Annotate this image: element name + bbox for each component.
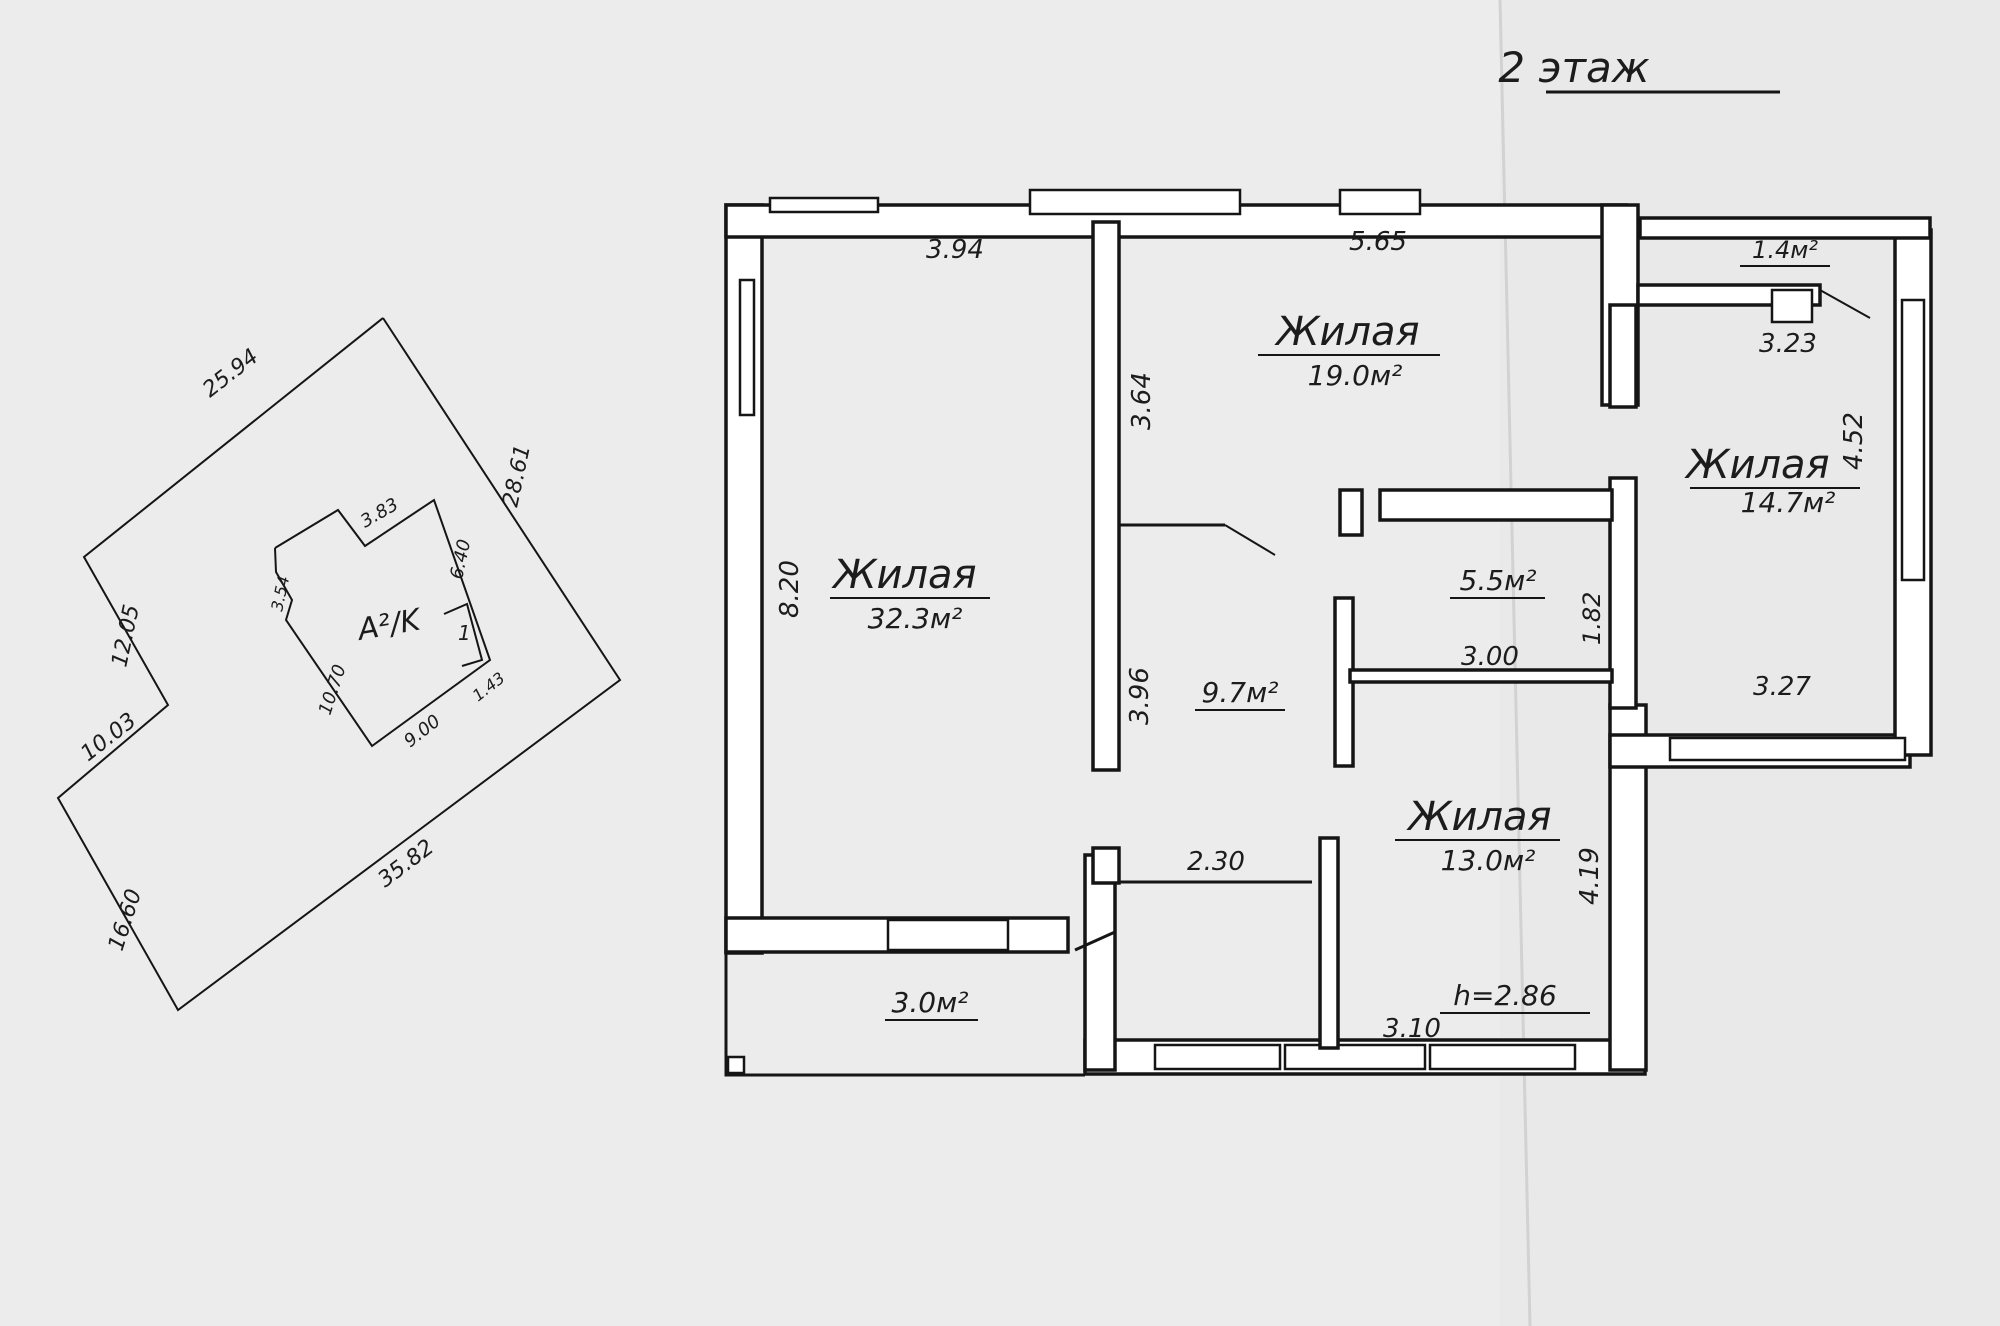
window-east-ledge: [1668, 736, 1907, 762]
door-swing-balcony: [1819, 289, 1871, 319]
annex-label: 1: [458, 621, 471, 645]
wall-bath-north: [1378, 488, 1614, 522]
door-swing-terrace: [1074, 930, 1116, 952]
wall-south-inner-left: [1083, 853, 1117, 1072]
dim-364: 3.64: [1127, 372, 1157, 430]
room-area: 14.7м²: [1741, 486, 1836, 519]
floor-plan: 2 этаж: [724, 43, 1933, 1077]
wall-bath-south: [1348, 668, 1614, 684]
room-living-south: Жилая 13.0м²: [1395, 794, 1560, 877]
dim-419: 4.19: [1575, 847, 1605, 905]
room-living-large: Жилая 32.3м²: [830, 552, 990, 635]
area-bath: 5.5м²: [1460, 564, 1537, 597]
wall-partition-door-jamb: [1091, 846, 1121, 885]
area-balcony-top: 1.4м²: [1752, 236, 1818, 264]
floor-title: 2 этаж: [1498, 43, 1649, 92]
area-terrace: 3.0м²: [892, 986, 969, 1019]
wall-partition-east-upper: [1608, 303, 1638, 409]
ceiling-height: h=2.86: [1453, 979, 1557, 1012]
window-north-2: [1028, 188, 1242, 216]
site-outline: [56, 317, 622, 1012]
room-name: Жилая: [830, 552, 976, 598]
room-name: Жилая: [1405, 794, 1551, 840]
room-area: 13.0м²: [1441, 844, 1536, 877]
dim-820: 8.20: [775, 560, 805, 618]
window-north-1: [768, 196, 880, 214]
dim-565: 5.65: [1349, 227, 1407, 257]
dim-396: 3.96: [1125, 667, 1155, 725]
dim-452: 4.52: [1839, 412, 1869, 470]
wall-bedroom-divider: [1318, 836, 1340, 1050]
window-south-west: [886, 918, 1010, 952]
door-swing-1: [1224, 524, 1276, 556]
room-name: Жилая: [1273, 309, 1419, 355]
wall-partition-east: [1608, 476, 1638, 710]
dim-323: 3.23: [1759, 329, 1817, 359]
wall-partition-main: [1091, 220, 1121, 772]
room-living-east: Жилая 14.7м²: [1683, 442, 1860, 519]
balcony-pillar: [1770, 288, 1814, 324]
dim-300: 3.00: [1461, 642, 1519, 672]
room-living-north: Жилая 19.0м²: [1258, 309, 1440, 392]
dim-394: 3.94: [926, 235, 984, 265]
wall-bath-stub: [1338, 488, 1364, 537]
annex-outline: [443, 602, 484, 667]
building-footprint: [274, 498, 492, 748]
wall-north-balcony: [1638, 216, 1932, 240]
window-south-2: [1283, 1043, 1427, 1071]
dim-230: 2.30: [1187, 847, 1245, 877]
terrace-post: [726, 1055, 746, 1075]
window-east: [1900, 298, 1926, 582]
window-south-1: [1153, 1043, 1282, 1071]
room-area: 32.3м²: [868, 602, 963, 635]
room-area: 19.0м²: [1308, 359, 1403, 392]
room-name: Жилая: [1683, 442, 1829, 488]
terrace-outline: [724, 952, 1085, 1077]
dim-310: 3.10: [1383, 1014, 1441, 1044]
dim-327: 3.27: [1753, 672, 1811, 702]
area-hall: 9.7м²: [1202, 676, 1279, 709]
window-north-3: [1338, 188, 1422, 216]
window-south-3: [1428, 1043, 1577, 1071]
dim-182: 1.82: [1578, 592, 1606, 645]
window-west: [738, 278, 756, 417]
